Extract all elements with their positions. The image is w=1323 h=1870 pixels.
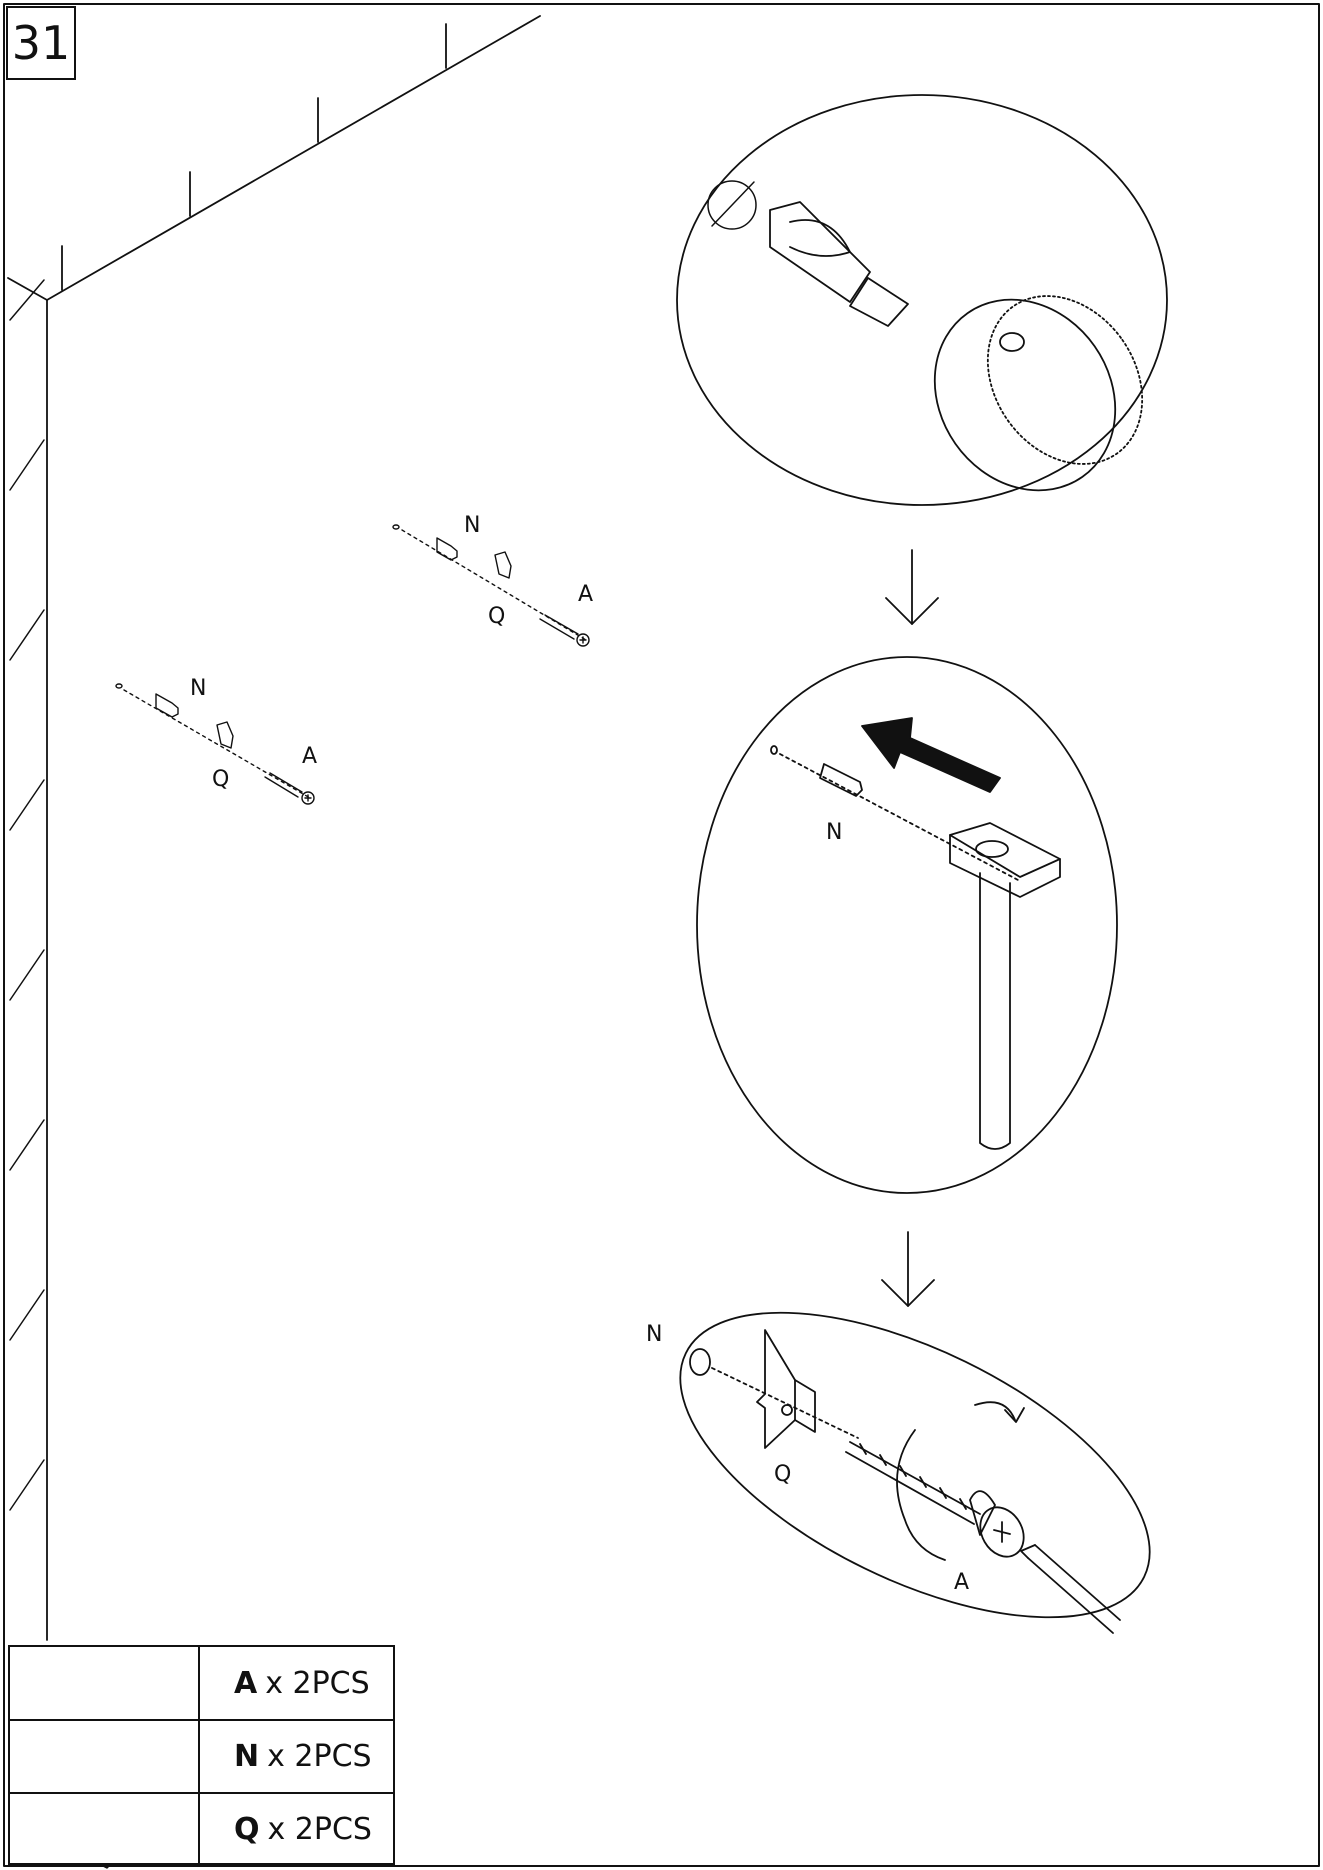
part-quantity: x 2PCS (267, 1812, 372, 1847)
upper-anchor-label: N (464, 513, 481, 538)
lower-anchor-label: N (190, 676, 207, 701)
part-quantity: x 2PCS (267, 1739, 372, 1774)
page-border (3, 3, 1320, 1867)
hammer-anchor-label: N (826, 820, 843, 845)
parts-qty-cell: N x 2PCS (200, 1720, 393, 1793)
screw-detail-anchor-label: N (646, 1322, 663, 1347)
screw-detail-bracket-label: Q (774, 1462, 792, 1487)
parts-icon-cell (10, 1720, 200, 1793)
parts-row-n: N x 2PCS (10, 1720, 393, 1793)
step-number: 31 (11, 16, 71, 70)
row-divider (10, 1719, 393, 1721)
parts-qty-cell: Q x 2PCS (200, 1793, 393, 1866)
part-letter: N (234, 1739, 260, 1774)
parts-row-a: A x 2PCS (10, 1647, 393, 1720)
lower-bracket-label: Q (212, 767, 230, 792)
part-letter: A (234, 1666, 258, 1701)
drill-detail-circle (676, 94, 1168, 506)
part-letter: Q (234, 1812, 260, 1847)
wall-hatching (9, 279, 45, 1511)
parts-row-q: Q x 2PCS (10, 1793, 393, 1866)
upper-bracket-label: Q (488, 604, 506, 629)
lower-screw-label: A (302, 744, 318, 769)
parts-list-table: A x 2PCS N x 2PCS Q x 2PCS (8, 1645, 395, 1866)
upper-screw-label: A (578, 582, 594, 607)
hammer-detail-circle (696, 656, 1118, 1194)
parts-icon-cell (10, 1647, 200, 1720)
parts-qty-cell: A x 2PCS (200, 1647, 393, 1720)
part-quantity: x 2PCS (265, 1666, 370, 1701)
lower-fixing-assembly (115, 683, 315, 805)
down-arrow-2 (881, 1231, 935, 1307)
screw-detail-screw-label: A (954, 1570, 970, 1595)
parts-icon-cell (10, 1793, 200, 1866)
screw-detail-ellipse (679, 1311, 1151, 1634)
upper-fixing-assembly (392, 524, 590, 647)
down-arrow-1 (885, 549, 939, 625)
direction-arrow-icon (861, 717, 1001, 793)
step-number-box: 31 (6, 6, 76, 80)
row-divider (10, 1792, 393, 1794)
wall-edge (7, 15, 541, 1641)
